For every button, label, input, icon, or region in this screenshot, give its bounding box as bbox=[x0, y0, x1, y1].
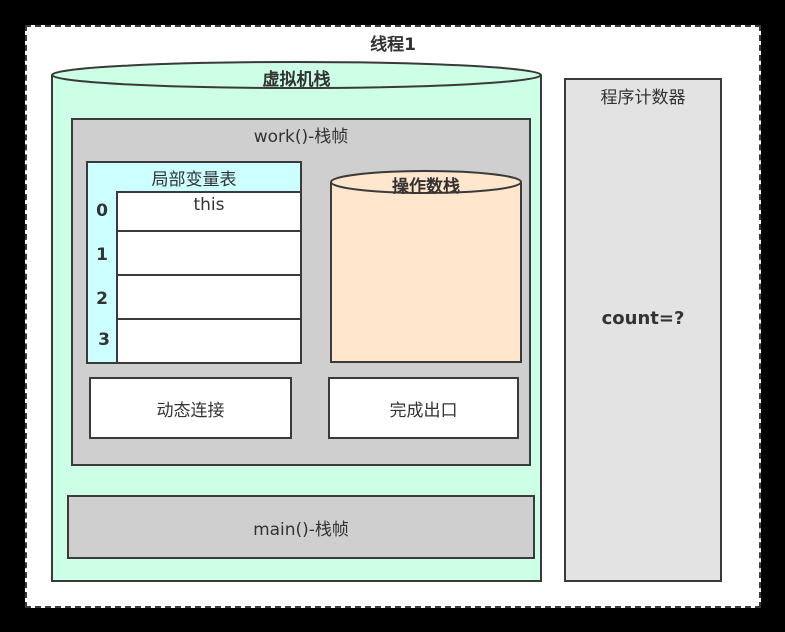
slot-index-2: 2 bbox=[96, 289, 108, 309]
local-variable-table-title: 局部变量表 bbox=[151, 169, 237, 190]
slot-cell-2 bbox=[116, 274, 302, 320]
main-frame-title: main()-栈帧 bbox=[253, 519, 349, 540]
main-stack-frame: main()-栈帧 bbox=[67, 495, 535, 559]
slot-index-0: 0 bbox=[96, 201, 108, 221]
program-counter bbox=[564, 78, 722, 582]
slot-index-3: 3 bbox=[98, 330, 110, 350]
thread-title: 线程1 bbox=[370, 34, 416, 55]
program-counter-value: count=? bbox=[601, 307, 685, 329]
work-frame-title: work()-栈帧 bbox=[253, 126, 349, 147]
dynamic-linking-box: 动态连接 bbox=[89, 377, 292, 439]
slot-index-1: 1 bbox=[96, 245, 108, 265]
slot-cell-3 bbox=[116, 318, 302, 364]
slot-value-0: this bbox=[193, 195, 225, 215]
program-counter-title: 程序计数器 bbox=[600, 87, 686, 108]
dynamic-linking-label: 动态连接 bbox=[156, 400, 225, 421]
operand-stack-title: 操作数栈 bbox=[392, 176, 460, 197]
return-address-box: 完成出口 bbox=[328, 377, 519, 439]
return-address-label: 完成出口 bbox=[389, 400, 458, 421]
vm-stack-title: 虚拟机栈 bbox=[262, 69, 331, 90]
